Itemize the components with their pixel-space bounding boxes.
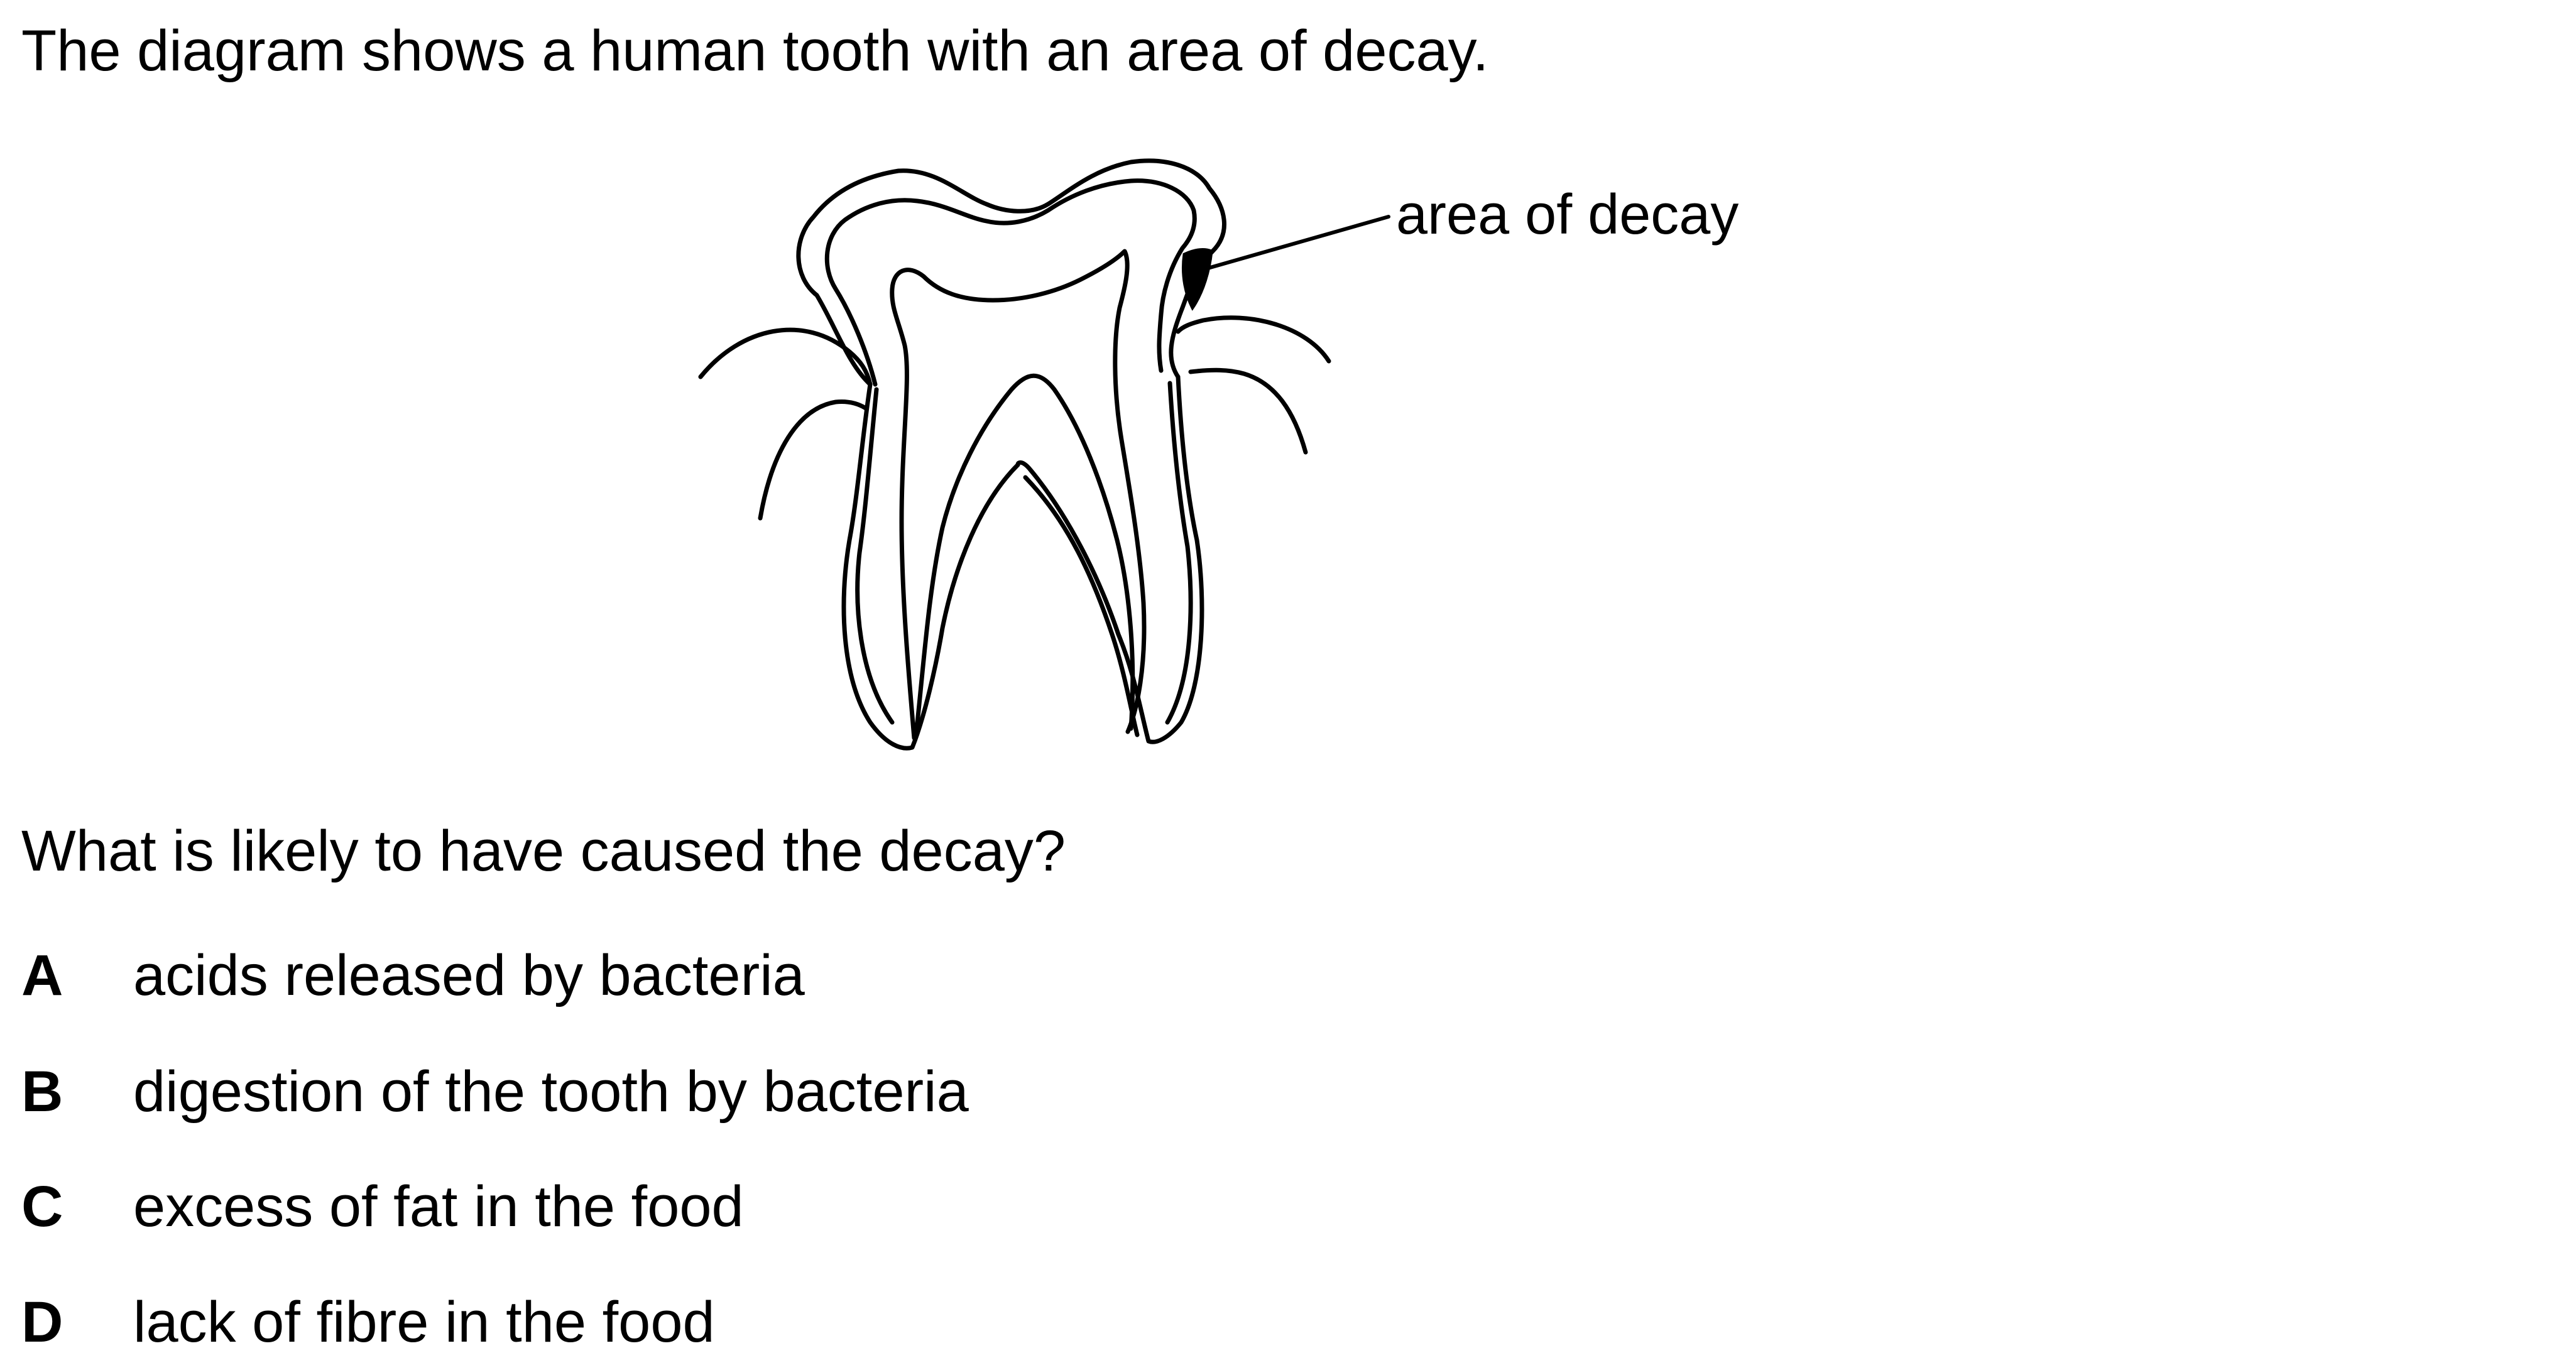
tooth-root-right-inner xyxy=(1165,381,1193,725)
gum-left-inner xyxy=(758,399,868,521)
gum-left-outer xyxy=(698,327,873,387)
option-letter: B xyxy=(21,1060,63,1124)
tooth-enamel-inner xyxy=(824,178,1197,387)
intro-text: The diagram shows a human tooth with an … xyxy=(21,19,1489,83)
tooth-dentine xyxy=(890,249,1147,741)
tooth-diagram: area of decay xyxy=(698,158,1738,751)
tooth-root-left-inner xyxy=(855,387,895,725)
gum-right-outer xyxy=(1176,315,1331,364)
decay-area xyxy=(1181,248,1213,311)
tooth-pulp xyxy=(914,373,1135,737)
tooth-root-fork-inner xyxy=(1023,475,1140,737)
decay-label: area of decay xyxy=(1396,183,1738,246)
option-text: lack of fibre in the food xyxy=(133,1290,715,1354)
option-text: acids released by bacteria xyxy=(133,943,805,1007)
gum-right-inner xyxy=(1188,367,1308,455)
option-letter: A xyxy=(21,943,63,1007)
question-text: What is likely to have caused the decay? xyxy=(21,819,1066,883)
option-letter: D xyxy=(21,1290,63,1354)
decay-pointer-line xyxy=(1195,215,1390,273)
option-letter: C xyxy=(21,1175,63,1239)
option-text: digestion of the tooth by bacteria xyxy=(133,1060,969,1124)
tooth-root-left xyxy=(841,382,1020,751)
tooth-root-right xyxy=(1015,374,1204,744)
option-text: excess of fat in the food xyxy=(133,1175,744,1239)
